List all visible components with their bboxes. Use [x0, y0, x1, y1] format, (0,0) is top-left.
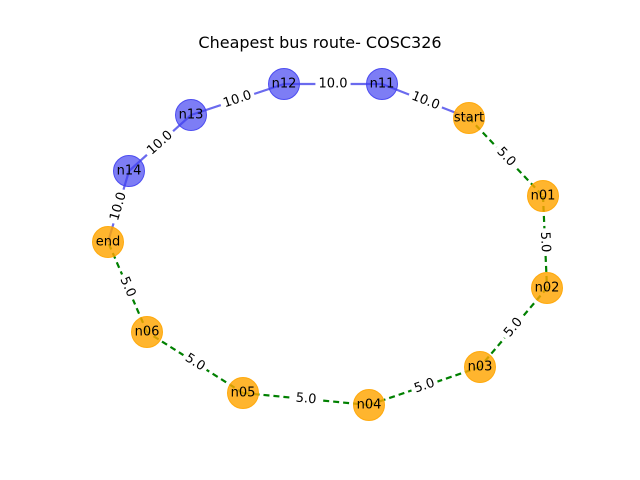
node-n12: n12	[268, 68, 300, 100]
node-n06: n06	[131, 316, 163, 348]
edge-weight-label: 5.0	[536, 227, 554, 257]
node-n02: n02	[531, 272, 563, 304]
node-label: n04	[357, 398, 382, 413]
edge-n06-end	[106, 241, 149, 333]
edge-weight-label: 10.0	[218, 86, 257, 113]
node-circle	[527, 180, 559, 212]
node-label: start	[454, 111, 484, 126]
svg-text:5.0: 5.0	[295, 391, 317, 408]
svg-text:5.0: 5.0	[412, 376, 436, 397]
edge-weight-label: 5.0	[291, 389, 321, 409]
edge-weight-label: 5.0	[114, 271, 141, 303]
node-end: end	[92, 226, 124, 258]
node-label: n03	[468, 360, 493, 375]
nodes-layer: start n01 n02 n03 n04 n05 n06 end n14 n13 n12 n11	[92, 68, 563, 421]
node-label: n06	[135, 325, 160, 340]
edge-weight-label: 10.0	[105, 187, 132, 226]
node-label: n05	[231, 386, 256, 401]
edge-n05-n06	[146, 331, 244, 394]
node-circle	[175, 99, 207, 131]
node-start: start	[453, 102, 485, 134]
node-circle	[453, 102, 485, 134]
node-n13: n13	[175, 99, 207, 131]
node-n11: n11	[366, 68, 398, 100]
node-circle	[268, 68, 300, 100]
diagram-title: Cheapest bus route- COSC326	[198, 33, 442, 52]
node-label: n14	[117, 164, 142, 179]
node-n03: n03	[464, 351, 496, 383]
svg-text:5.0: 5.0	[537, 231, 553, 252]
node-label: n13	[179, 108, 204, 123]
node-n04: n04	[353, 389, 385, 421]
node-circle	[353, 389, 385, 421]
edge-weight-label: 5.0	[498, 311, 529, 344]
node-label: n01	[531, 189, 556, 204]
node-label: n02	[535, 281, 560, 296]
node-circle	[92, 226, 124, 258]
edge-weight-label: 10.0	[315, 76, 351, 92]
edge-weight-label: 10.0	[406, 87, 445, 115]
node-circle	[464, 351, 496, 383]
node-n14: n14	[113, 155, 145, 187]
node-n01: n01	[527, 180, 559, 212]
node-circle	[113, 155, 145, 187]
node-label: n11	[370, 77, 395, 92]
svg-text:10.0: 10.0	[319, 77, 348, 92]
node-circle	[131, 316, 163, 348]
edge-weight-label: 5.0	[408, 373, 441, 399]
node-label: end	[96, 235, 121, 250]
edge-weight-label: 5.0	[490, 141, 522, 173]
edge-weight-label: 5.0	[179, 348, 211, 377]
node-circle	[531, 272, 563, 304]
node-n05: n05	[227, 377, 259, 409]
edge-weight-label: 10.0	[141, 125, 179, 161]
node-label: n12	[272, 77, 297, 92]
node-circle	[366, 68, 398, 100]
node-circle	[227, 377, 259, 409]
